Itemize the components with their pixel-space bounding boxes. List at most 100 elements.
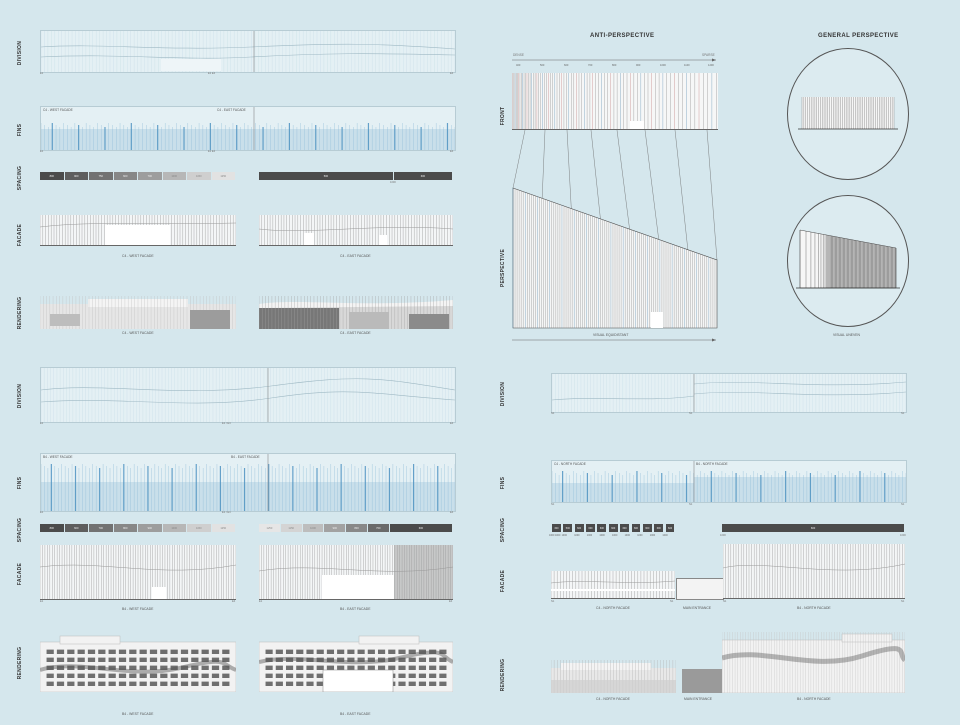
facade-c4-north	[551, 571, 675, 599]
facade-b4-east	[259, 545, 453, 600]
spacing-segment: 1000	[302, 524, 325, 532]
caption-b4-west-facade: B4 - WEST FACADE	[122, 607, 154, 611]
spacing-tick: 1000	[649, 534, 656, 537]
tick-n1-fins-left: N1	[551, 503, 555, 506]
row-label-division-b4: DIVISION	[17, 383, 23, 409]
tick-n1-div-right: N1	[901, 412, 905, 415]
caption-c4-west-facade: C4 - WEST FACADE	[122, 254, 154, 258]
facade-drawing-c4-east	[259, 215, 453, 245]
tick-n1-facade-right: N1	[901, 600, 905, 603]
division-pattern-north	[552, 374, 906, 412]
spacing-segment: 700	[138, 172, 163, 180]
caption-b4-east-render: B4 - EAST FACADE	[340, 712, 371, 716]
spacing-segment: 1150	[280, 524, 303, 532]
fins-pattern-b4	[41, 454, 455, 511]
spacing-tick: 1000	[586, 534, 593, 537]
spacing-segment: 600	[620, 524, 630, 532]
spacing-tick: 1000	[561, 534, 567, 537]
fins-label-c4-east: C4 - EAST FACADE	[217, 108, 246, 112]
spacing-segment: 500	[259, 172, 394, 180]
facade-c4-east	[259, 215, 453, 246]
tick-n1-div-left: N1	[551, 412, 555, 415]
caption-visual-equidistant: VISUAL EQUIDISTANT	[593, 333, 629, 337]
tick-e4-b4-facade: E4	[232, 600, 236, 603]
front-spacing-tick: 800	[612, 64, 617, 67]
spacing-marker-c4-east: 1000	[390, 181, 396, 184]
fins-pattern-north	[552, 461, 906, 502]
row-label-spacing-c4: SPACING	[17, 165, 23, 191]
render-b4-north	[722, 632, 905, 693]
spacing-segment: 600	[665, 524, 675, 532]
row-label-division-n: DIVISION	[500, 381, 506, 407]
visual-equidistant-arrow	[512, 338, 716, 342]
tick-n1-div-mid: N1	[689, 412, 693, 415]
tick-e1-fins: E1	[40, 150, 44, 153]
fins-panel-b4: B4 - WEST FACADE B4 - EAST FACADE	[40, 453, 456, 512]
facade-b4-north	[723, 544, 905, 599]
tick-e1e4-fins: E1 E4	[208, 150, 216, 153]
spacing-segment: 900	[64, 172, 89, 180]
row-label-facade-b4: FACADE	[17, 562, 23, 586]
front-spacing-tick: 1200	[708, 64, 714, 67]
render-c4-west	[40, 296, 236, 329]
spacing-segment: 1000	[162, 524, 187, 532]
facade-drawing-b4-west	[40, 545, 236, 599]
caption-c4-east-facade: C4 - EAST FACADE	[340, 254, 371, 258]
front-spacing-tick: 1000	[660, 64, 666, 67]
tick-n1-facade-b4: N1	[723, 600, 727, 603]
spacing-segment: 600	[608, 524, 618, 532]
caption-b4-west-render: B4 - WEST FACADE	[122, 712, 154, 716]
spacing-segment: 700	[89, 524, 114, 532]
spacing-segment: 600	[574, 524, 584, 532]
division-panel-c4	[40, 30, 456, 73]
division-pattern-c4	[41, 31, 455, 72]
caption-c4-west-render: C4 - WEST FACADE	[122, 331, 154, 335]
spacing-segment: 1250	[259, 524, 281, 532]
spacing-bar-north-b4: 600	[722, 524, 905, 532]
facade-drawing-c4-west	[40, 215, 236, 245]
facade-drawing-b4-east	[259, 545, 453, 599]
spacing-tick: 1000	[612, 534, 618, 537]
render-main-entrance	[682, 669, 722, 693]
front-elevation	[512, 73, 718, 130]
front-spacing-tick: 700	[588, 64, 593, 67]
tick-e1-b4-facade-east: E1	[259, 600, 263, 603]
fins-label-b4-west: B4 - WEST FACADE	[43, 455, 73, 459]
render-image-c4-west	[40, 296, 236, 329]
fins-panel-north: C4 - NORTH FACADE B4 - NORTH FACADE	[551, 460, 907, 503]
spacing-segment: 800	[40, 524, 65, 532]
general-front-drawing	[798, 97, 898, 130]
caption-b4-north-render: B4 - NORTH FACADE	[797, 697, 831, 701]
tick-e1-e4-b4-fins: E1 / E4	[222, 511, 231, 514]
caption-b4-east-facade: B4 - EAST FACADE	[340, 607, 371, 611]
fins-label-c4-west: C4 - WEST FACADE	[43, 108, 73, 112]
spacing-segment: 1250	[211, 524, 236, 532]
spacing-segment: 900	[324, 524, 347, 532]
division-panel-north	[551, 373, 907, 413]
facade-main-entrance	[676, 578, 724, 600]
facade-drawing-b4-north	[723, 544, 905, 598]
caption-b4-north-facade: B4 - NORTH FACADE	[797, 606, 831, 610]
spacing-tick: 1000	[599, 534, 605, 537]
spacing-segment: 800	[113, 524, 138, 532]
spacing-tick: 1000 1000	[549, 534, 561, 537]
render-image-c4-north	[551, 660, 676, 693]
fins-label-b4-east: B4 - EAST FACADE	[231, 455, 260, 459]
spacing-tick-north-b4-left: 1000	[720, 534, 726, 537]
row-label-rendering-b4: RENDERING	[17, 646, 23, 680]
spacing-segment: 1150	[187, 172, 212, 180]
render-image-b4-west	[40, 635, 236, 692]
spacing-segment: 600	[586, 524, 595, 532]
title-anti-perspective: ANTI-PERSPECTIVE	[590, 33, 655, 39]
front-spacing-tick: 600	[564, 64, 569, 67]
render-b4-east	[259, 634, 453, 692]
spacing-tick: 1000	[574, 534, 580, 537]
caption-c4-east-render: C4 - EAST FACADE	[340, 331, 371, 335]
fins-label-c4-north: C4 - NORTH FACADE	[554, 462, 586, 466]
fins-panel-c4: C4 - WEST FACADE C4 - EAST FACADE	[40, 106, 456, 151]
spacing-segment: 750	[89, 172, 114, 180]
